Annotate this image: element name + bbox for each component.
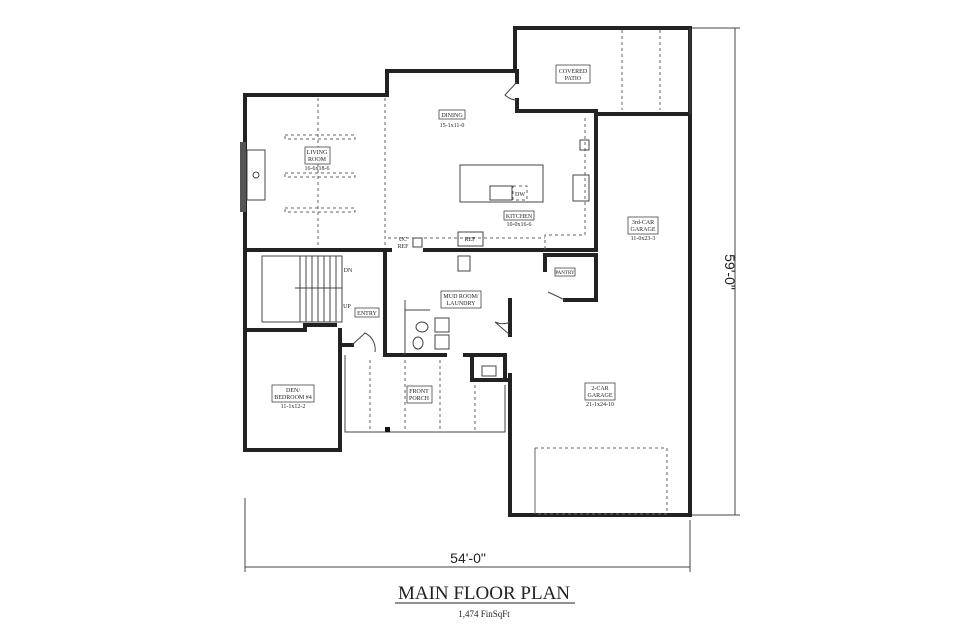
- svg-text:PATIO: PATIO: [565, 76, 582, 82]
- room-label-entry: ENTRY: [354, 307, 380, 318]
- svg-text:PORCH: PORCH: [409, 396, 430, 402]
- svg-text:GARAGE: GARAGE: [588, 393, 613, 399]
- svg-text:GARAGE: GARAGE: [631, 227, 656, 233]
- plan-subtitle: 1,474 FinSqFt: [458, 609, 510, 619]
- kitchen-island: DW: [459, 164, 544, 203]
- dimension-depth: 59'-0": [692, 27, 740, 516]
- svg-text:FRONT: FRONT: [409, 389, 429, 395]
- room-label-2-car-garage: 2-CAR GARAGE 21-1x24-10: [584, 382, 616, 408]
- room-label-mud-room: MUD ROOM/ LAUNDRY: [440, 290, 482, 309]
- svg-text:2-CAR: 2-CAR: [591, 386, 608, 392]
- svg-text:KITCHEN: KITCHEN: [506, 214, 533, 220]
- uc-label: UC: [399, 237, 407, 243]
- room-label-den: DEN/ BEDROOM #4 11-1x12-2: [271, 384, 315, 410]
- room-label-3rd-car-garage: 3rd-CAR GARAGE 11-0x23-3: [627, 216, 659, 242]
- stairs-down-label: DN: [344, 268, 353, 274]
- stairs-up-label: UP: [343, 304, 351, 310]
- svg-text:16-6x18-6: 16-6x18-6: [305, 166, 330, 172]
- interior-walls: [243, 248, 598, 382]
- svg-text:DINING: DINING: [441, 113, 463, 119]
- svg-text:11-0x23-3: 11-0x23-3: [631, 236, 656, 242]
- room-label-dining: DINING 15-1x11-0: [438, 109, 466, 129]
- plan-title: MAIN FLOOR PLAN: [398, 583, 570, 604]
- ref-label: REF: [464, 237, 476, 243]
- room-label-living-room: LIVING ROOM 16-6x18-6: [305, 146, 331, 172]
- room-label-kitchen: KITCHEN 10-0x16-6: [503, 210, 535, 228]
- svg-text:MUD ROOM/: MUD ROOM/: [443, 294, 479, 300]
- room-label-covered-patio: COVERED PATIO: [555, 64, 591, 84]
- svg-text:15-1x11-0: 15-1x11-0: [440, 123, 465, 129]
- svg-text:11-1x12-2: 11-1x12-2: [281, 404, 306, 410]
- svg-text:BEDROOM #4: BEDROOM #4: [274, 395, 312, 401]
- svg-text:LIVING: LIVING: [307, 150, 328, 156]
- svg-text:ROOM: ROOM: [308, 157, 327, 163]
- svg-text:ENTRY: ENTRY: [357, 311, 377, 317]
- room-label-front-porch: FRONT PORCH: [406, 385, 433, 404]
- svg-text:DEN/: DEN/: [286, 388, 300, 394]
- svg-text:10-0x16-6: 10-0x16-6: [507, 222, 532, 228]
- svg-text:COVERED: COVERED: [559, 69, 588, 75]
- dimension-width: 54'-0": [244, 498, 691, 572]
- svg-text:3rd-CAR: 3rd-CAR: [632, 220, 654, 226]
- room-label-pantry: PANTRY: [554, 267, 576, 277]
- svg-text:21-1x24-10: 21-1x24-10: [586, 402, 614, 408]
- svg-text:PANTRY: PANTRY: [555, 271, 575, 276]
- svg-text:59'-0": 59'-0": [722, 254, 738, 290]
- stairs: DN UP: [261, 255, 353, 323]
- svg-text:LAUNDRY: LAUNDRY: [446, 301, 476, 307]
- dishwasher-label: DW: [515, 192, 525, 198]
- fireplace: [240, 142, 266, 212]
- uc-ref-label: REF: [397, 244, 409, 250]
- front-porch-outline: [344, 355, 506, 433]
- svg-text:54'-0": 54'-0": [450, 550, 486, 566]
